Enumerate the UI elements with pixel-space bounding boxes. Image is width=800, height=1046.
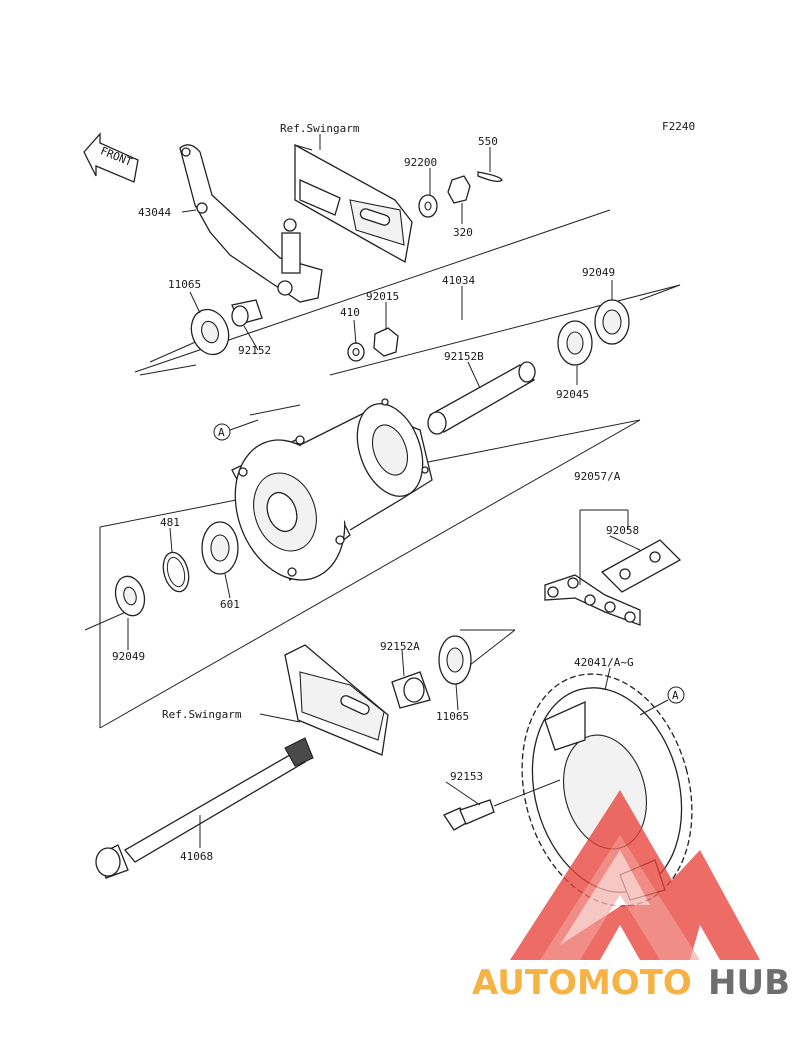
svg-text:A: A — [218, 426, 225, 439]
swingarm-top — [294, 143, 413, 264]
part-92045: 92045 — [556, 388, 589, 401]
watermark-logo — [510, 790, 760, 960]
leader-lines — [127, 134, 641, 848]
watermark-brand-part1: AUTOMOTO — [472, 963, 692, 1003]
rear-hub — [231, 398, 433, 581]
part-92015: 92015 — [366, 290, 399, 303]
svg-text:A: A — [672, 689, 679, 702]
swingarm-bottom — [284, 644, 389, 756]
part-41034: 41034 — [442, 274, 475, 287]
part-92152b: 92152B — [444, 350, 484, 363]
part-92153: 92153 — [450, 770, 483, 783]
part-43044: 43044 — [138, 206, 171, 219]
part-92049-bottom: 92049 — [112, 650, 145, 663]
chain — [544, 509, 682, 626]
part-42041: 42041/A~G — [574, 656, 634, 669]
part-11065-bottom: 11065 — [436, 710, 469, 723]
part-92152: 92152 — [238, 344, 271, 357]
hardware-top — [418, 171, 503, 218]
front-arrow-icon: FRONT — [83, 132, 139, 183]
spacer-92152b — [427, 361, 536, 435]
ref-swingarm-top-label: Ref.Swingarm — [280, 122, 360, 135]
watermark-brand-part2: HUB — [708, 963, 790, 1003]
watermark-text: AUTOMOTO HUB — [472, 963, 790, 1003]
part-92058: 92058 — [606, 524, 639, 537]
part-410: 410 — [340, 306, 360, 319]
part-41068: 41068 — [180, 850, 213, 863]
part-labels: Ref.Swingarm 550 92200 320 43044 11065 9… — [112, 122, 639, 863]
part-92057a: 92057/A — [574, 470, 621, 483]
seal-collar-top — [190, 299, 263, 356]
axle-41068 — [95, 737, 314, 879]
part-92200: 92200 — [404, 156, 437, 169]
bearing-right — [557, 299, 630, 366]
part-481: 481 — [160, 516, 180, 529]
seal-collar-bottom — [391, 635, 472, 709]
bearing-left — [162, 521, 239, 593]
part-601: 601 — [220, 598, 240, 611]
part-11065-top: 11065 — [168, 278, 201, 291]
diagram-code: F2240 — [662, 120, 695, 133]
ref-a-right: A — [639, 686, 685, 716]
part-320: 320 — [453, 226, 473, 239]
seal-left — [114, 575, 146, 617]
part-92049-top: 92049 — [582, 266, 615, 279]
ref-a-left: A — [213, 419, 259, 441]
bolt-92153 — [443, 779, 561, 831]
caliper-bracket-43044 — [179, 144, 323, 303]
part-550: 550 — [478, 135, 498, 148]
ref-swingarm-bottom-label: Ref.Swingarm — [162, 708, 242, 721]
part-92152a: 92152A — [380, 640, 420, 653]
